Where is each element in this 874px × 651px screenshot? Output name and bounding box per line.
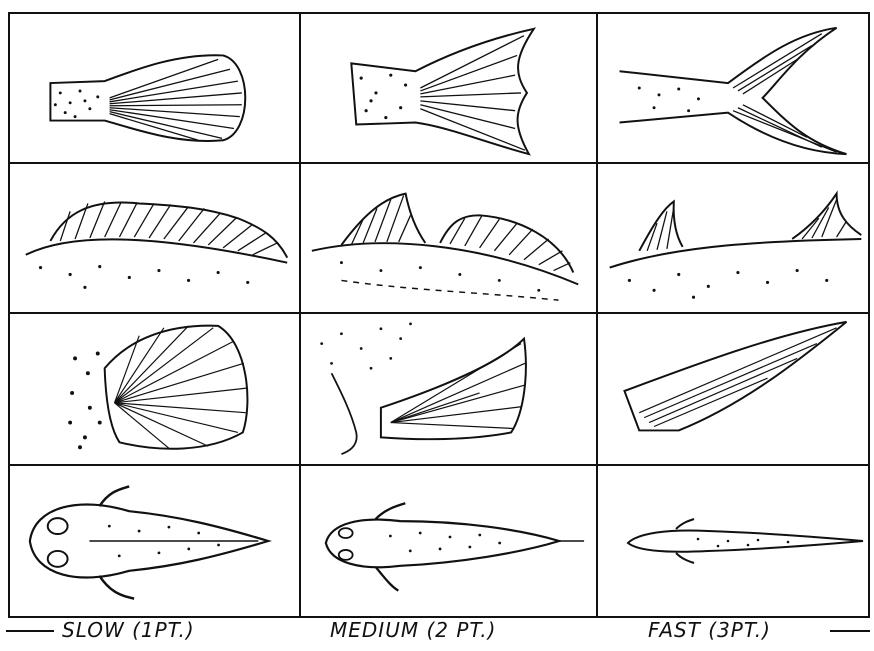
tail-fin-medium <box>301 14 598 164</box>
speed-labels: SLOW (1PT.) MEDIUM (2 PT.) FAST (3PT.) <box>0 612 874 648</box>
divider-left <box>6 630 54 632</box>
dorsal-fin-slow <box>10 164 301 314</box>
tail-fin-slow <box>10 14 301 164</box>
fast-label: FAST (3PT.) <box>648 618 771 642</box>
slow-label: SLOW (1PT.) <box>62 618 195 642</box>
body-shape-medium <box>301 466 598 616</box>
medium-label: MEDIUM (2 PT.) <box>330 618 496 642</box>
dorsal-fin-fast <box>598 164 868 314</box>
dorsal-fin-medium <box>301 164 598 314</box>
divider-right <box>830 630 870 632</box>
pectoral-fin-fast <box>598 314 868 466</box>
pectoral-fin-medium <box>301 314 598 466</box>
fin-speed-grid <box>8 12 870 618</box>
body-shape-slow <box>10 466 301 616</box>
pectoral-fin-slow <box>10 314 301 466</box>
body-shape-fast <box>598 466 868 616</box>
tail-fin-fast <box>598 14 868 164</box>
